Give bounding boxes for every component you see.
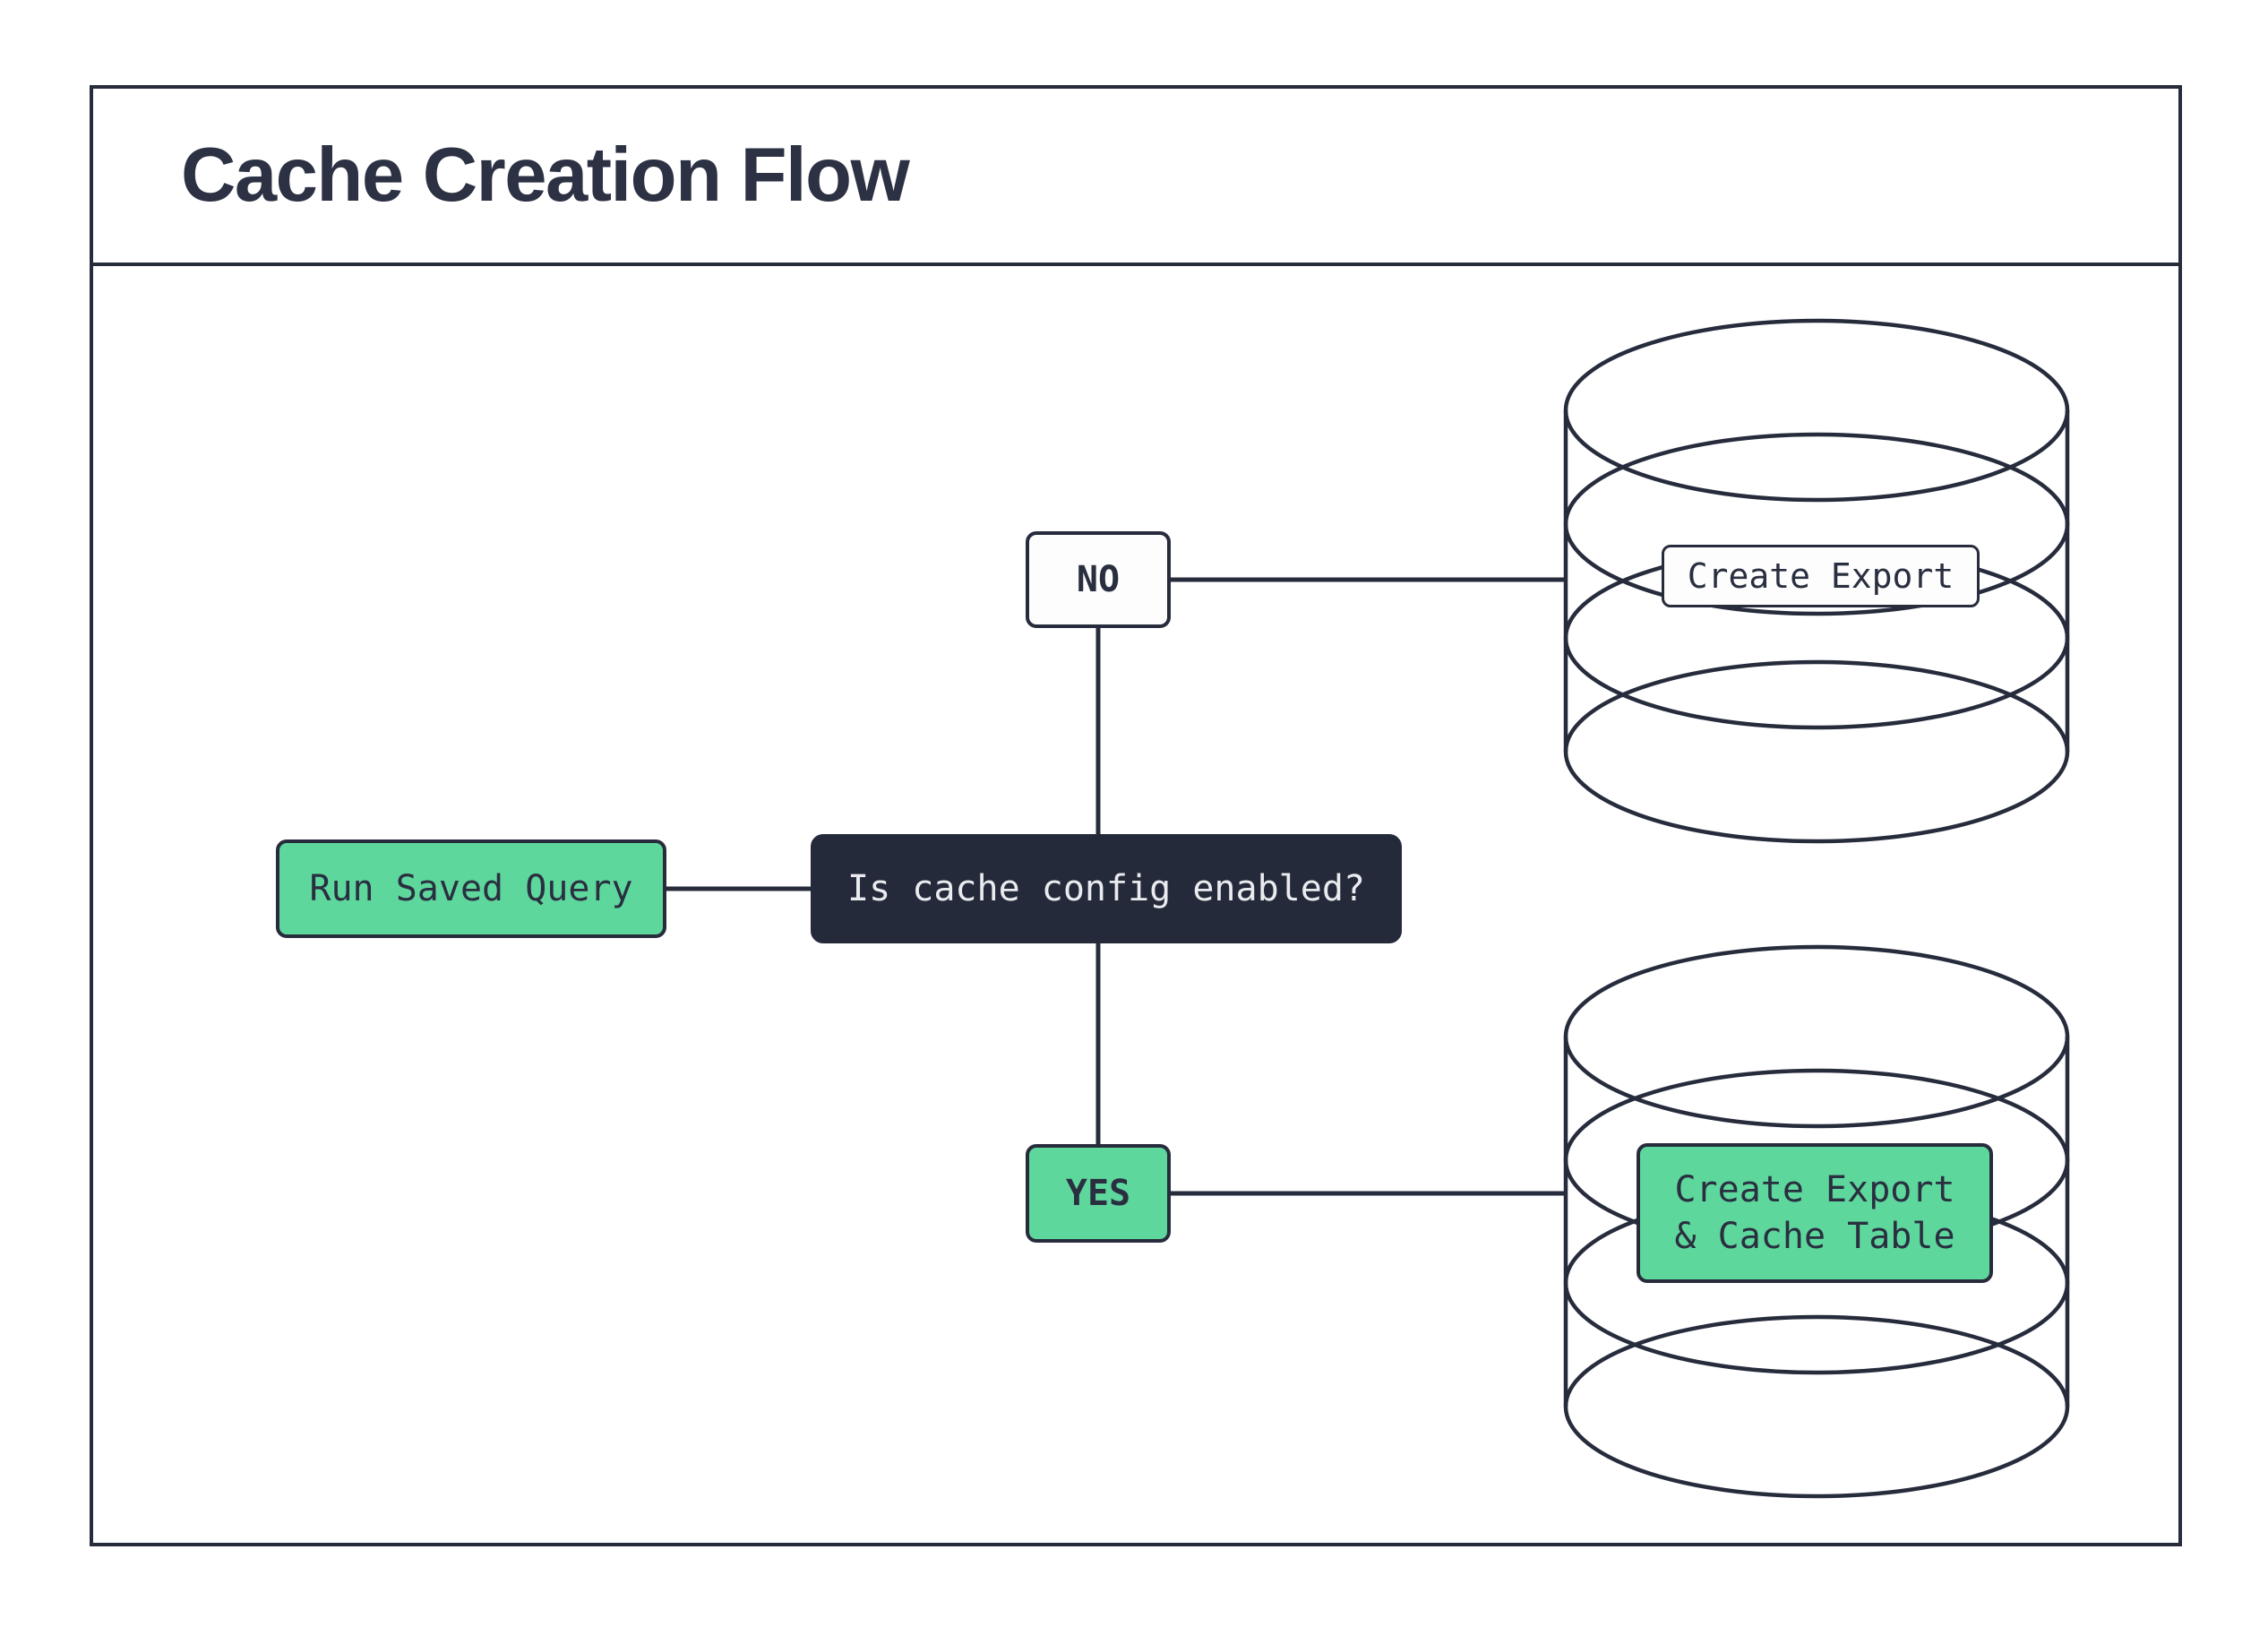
create-export-cache-line-1: Create Export [1674,1169,1955,1210]
page-title: Cache Creation Flow [181,133,910,218]
flow-node-yes-branch: YES [1026,1144,1171,1243]
flow-node-no-branch: NO [1026,531,1171,628]
database-cylinder-top [1563,318,2070,844]
flow-node-create-export: Create Export [1662,545,1980,607]
flow-node-create-export-cache-table: Create Export & Cache Table [1637,1143,1993,1283]
create-export-cache-line-2: & Cache Table [1674,1216,1955,1257]
connector-lines [666,577,1566,1196]
diagram-frame: Cache Creation Flow [90,85,2182,1546]
flow-node-run-saved-query: Run Saved Query [276,839,666,938]
title-section: Cache Creation Flow [93,89,2178,266]
flow-node-decision-cache-config: Is cache config enabled? [811,834,1402,943]
